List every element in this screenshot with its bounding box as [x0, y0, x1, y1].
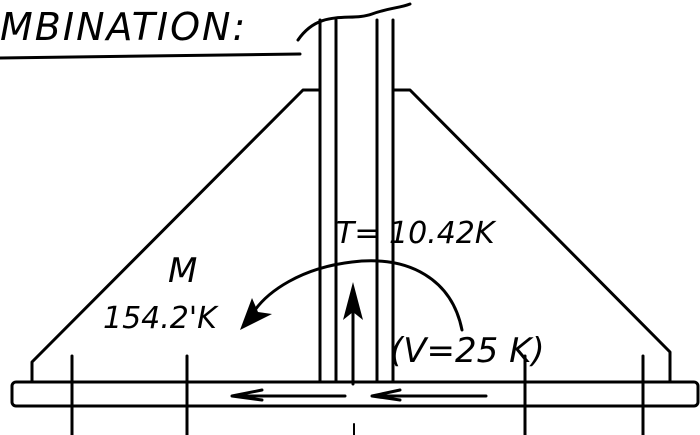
- shear-label: (V=25 K): [390, 331, 545, 371]
- tension-arrow-head: [343, 282, 363, 320]
- shear-arrow-right: [370, 388, 488, 402]
- tension-label: T= 10.42K: [336, 216, 497, 251]
- left-gusset-plate: [30, 88, 322, 384]
- heading-underline: [0, 52, 302, 60]
- moment-arc: [253, 259, 464, 332]
- heading-text: MBINATION:: [0, 5, 247, 49]
- moment-arrow-head: [240, 298, 272, 330]
- shear-arrow-left: [230, 388, 347, 402]
- base-plate: [10, 380, 700, 408]
- column-break-line: [296, 2, 412, 42]
- moment-symbol: M: [168, 251, 197, 291]
- moment-value: 154.2'K: [103, 301, 219, 336]
- right-gusset-plate: [391, 88, 672, 384]
